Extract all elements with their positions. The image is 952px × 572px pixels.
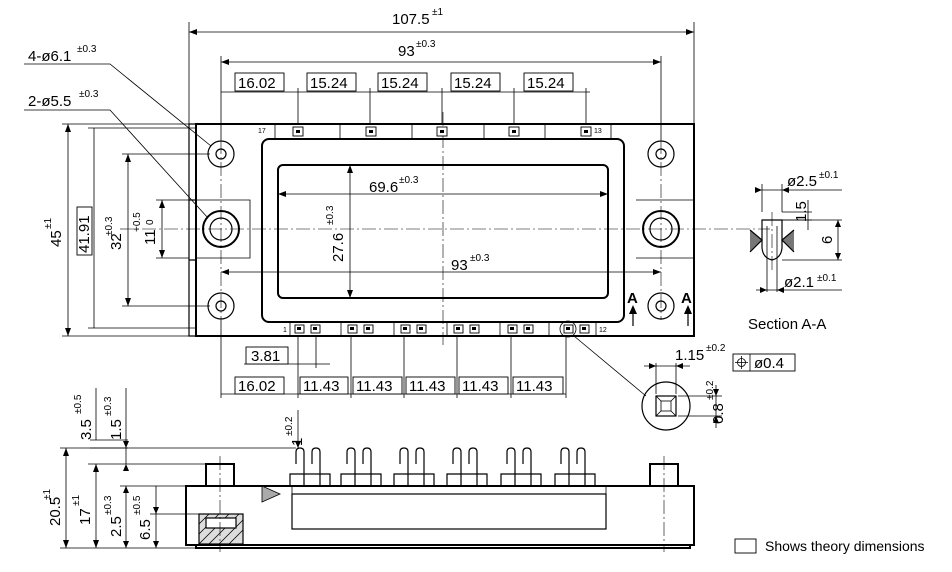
side-dim-a: 3.5 — [78, 419, 95, 440]
pin-number-12: 12 — [599, 327, 607, 334]
bottom-pin-row — [289, 320, 597, 338]
slot-width-tol-upper: +0.5 — [132, 212, 143, 232]
side-dim-b: 1.5 — [108, 419, 125, 440]
inner-width-dim: 69.6 — [369, 179, 398, 196]
pin-number-1: 1 — [283, 327, 287, 334]
side-dim-a-tol: ±0.5 — [73, 394, 84, 414]
pin-tolerance-width-dim: 1.15 — [675, 347, 704, 364]
side-stand-dim: 6.5 — [137, 519, 154, 540]
section-top-dia: ø2.5 — [787, 173, 817, 190]
bottom-pin-offset-dim: 3.81 — [251, 348, 280, 365]
side-dim-c: 1 — [289, 438, 306, 446]
overall-height-tol: ±1 — [43, 218, 54, 229]
pin-number-17: 17 — [258, 128, 266, 135]
top-pin-row — [274, 124, 612, 138]
bottom-pin-dim-3: 11.43 — [356, 378, 392, 395]
slot-width-dim: 11 — [142, 229, 159, 245]
top-pin-dim-5: 15.24 — [527, 75, 565, 92]
legend: Shows theory dimensions — [734, 538, 925, 554]
bottom-pin-dim-4: 11.43 — [409, 378, 445, 395]
side-base-tol: ±0.3 — [103, 495, 114, 515]
hole-large-tol: ±0.3 — [77, 44, 97, 55]
side-dim-b-tol: ±0.3 — [103, 396, 114, 416]
hole-pitch-dim: 93 — [398, 43, 415, 60]
inner-height-tol: ±0.3 — [325, 205, 336, 225]
section-bottom-dia: ø2.1 — [784, 274, 814, 291]
top-view: 17 13 1 12 A A — [24, 7, 770, 398]
side-total-height-tol: ±1 — [42, 489, 53, 500]
hole-large-label: 4-ø6.1 — [28, 48, 71, 65]
hole-pitch-tol: ±0.3 — [416, 39, 436, 50]
pin-tolerance-width-tol: ±0.2 — [706, 343, 726, 354]
section-depth-dim: 1.5 — [793, 201, 810, 222]
legend-text: Shows theory dimensions — [765, 538, 925, 554]
overall-width-dim: 107.5 — [392, 11, 430, 28]
side-total-height-dim: 20.5 — [47, 497, 64, 526]
section-marker-left: A — [627, 290, 638, 326]
side-pins — [289, 447, 596, 486]
top-pin-dim-2: 15.24 — [310, 75, 348, 92]
side-view: 20.5 ±1 17 ±1 3.5 ±0.5 1.5 ±0.3 1 ±0.2 2… — [42, 388, 695, 552]
overall-height-dim: 45 — [48, 230, 65, 247]
pin-size-tol: ±0.2 — [705, 380, 716, 400]
hole-vertical-pitch-tol: ±0.3 — [104, 216, 115, 236]
top-pin-dim-4: 15.24 — [454, 75, 492, 92]
side-base-dim: 2.5 — [108, 516, 125, 537]
section-caption: Section A-A — [748, 316, 826, 333]
section-height-dim: 6 — [819, 236, 836, 244]
bottom-pin-dim-1: 16.02 — [238, 378, 276, 395]
theory-dimension-box-icon — [734, 538, 757, 554]
section-a-a-view: ø2.5 ±0.1 1.5 6 ø2.1 ±0.1 Section A-A — [748, 170, 842, 333]
bottom-pin-dim-2: 11.43 — [303, 378, 339, 395]
pin-number-13: 13 — [594, 128, 602, 135]
position-tolerance: ø0.4 — [754, 355, 784, 372]
pin-size-dim: 0.8 — [710, 403, 727, 424]
bottom-pin-dim-5: 11.43 — [462, 378, 498, 395]
section-marker-right: A — [681, 290, 692, 326]
inner-bottom-width-dim: 93 — [451, 257, 468, 274]
top-pin-dim-3: 15.24 — [381, 75, 419, 92]
hole-small-label: 2-ø5.5 — [28, 93, 71, 110]
svg-text:A: A — [681, 290, 692, 307]
hole-vertical-pitch-dim: 32 — [108, 233, 125, 250]
overall-width-tol: ±1 — [432, 7, 443, 18]
inner-bottom-width-tol: ±0.3 — [470, 253, 490, 264]
side-body-height-tol: ±1 — [71, 495, 82, 506]
slot-width-tol-lower: 0 — [145, 219, 156, 225]
inner-width-tol: ±0.3 — [399, 175, 419, 186]
hole-small-tol: ±0.3 — [79, 89, 99, 100]
side-dim-c-tol: ±0.2 — [284, 416, 295, 436]
body-height-dim: 41.91 — [76, 215, 93, 253]
top-pin-dim-1: 16.02 — [238, 75, 276, 92]
inner-height-dim: 27.6 — [330, 233, 347, 262]
bottom-pin-dim-6: 11.43 — [516, 378, 552, 395]
svg-text:A: A — [627, 290, 638, 307]
side-stand-tol: ±0.5 — [132, 495, 143, 515]
side-body-height-dim: 17 — [77, 508, 94, 525]
section-top-dia-tol: ±0.1 — [819, 170, 839, 181]
pin-detail-view: 1.15 ±0.2 ø0.4 0.8 ±0.2 — [573, 335, 796, 431]
section-bottom-dia-tol: ±0.1 — [817, 273, 837, 284]
